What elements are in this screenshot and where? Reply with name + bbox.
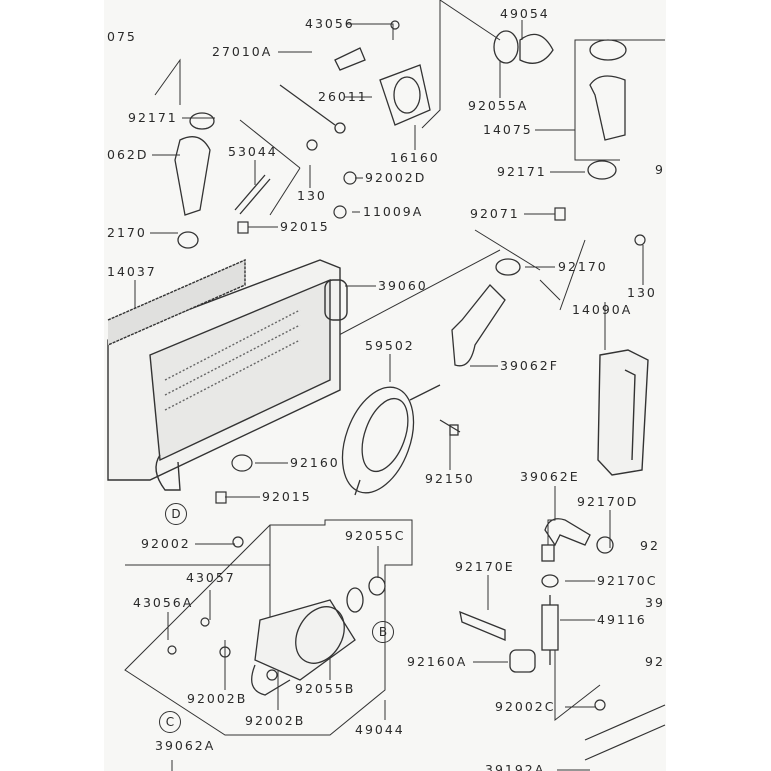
part-number-label: 16160 — [390, 150, 440, 165]
part-number-label: 075 — [107, 29, 137, 44]
part-number-label: 92002B — [245, 713, 306, 728]
part-number-label: 92002 — [141, 536, 191, 551]
part-number-label: 14037 — [107, 264, 157, 279]
part-reservoir — [597, 349, 649, 476]
part-number-label: 43056A — [133, 595, 194, 610]
part-number-label: 2170 — [107, 225, 147, 240]
part-number-label: 92002C — [495, 699, 556, 714]
part-number-label: 49044 — [355, 722, 405, 737]
part-number-label: 92055B — [295, 681, 356, 696]
part-fasteners — [167, 20, 666, 761]
part-number-label: 43057 — [186, 570, 236, 585]
part-number-label: 92170C — [597, 573, 658, 588]
part-number-label: 92 — [645, 654, 665, 669]
part-number-label: 92071 — [470, 206, 520, 221]
part-number-label: 26011 — [318, 89, 368, 104]
part-number-label: 92171 — [128, 110, 178, 125]
part-number-label: 27010A — [212, 44, 273, 59]
part-number-label: 92002B — [187, 691, 248, 706]
part-number-label: 14090A — [572, 302, 633, 317]
part-number-label: 92015 — [280, 219, 330, 234]
part-number-label: 130 — [627, 285, 657, 300]
part-number-label: 92171 — [497, 164, 547, 179]
part-thermostat-housing — [279, 30, 627, 141]
connection-callout: C — [159, 711, 181, 733]
part-fan — [341, 384, 461, 496]
part-number-label: 92150 — [425, 471, 475, 486]
part-number-label: 11009A — [363, 204, 424, 219]
part-number-label: 92170E — [455, 559, 515, 574]
part-number-label: 39060 — [378, 278, 428, 293]
part-number-label: 39192A — [485, 762, 546, 771]
part-hoses — [174, 112, 617, 673]
part-water-pump — [251, 576, 386, 696]
part-number-label: 49054 — [500, 6, 550, 21]
diagram-artwork — [107, 0, 666, 771]
part-number-label: 39 — [645, 595, 665, 610]
part-number-label: 39062A — [155, 738, 216, 753]
part-number-label: 92170D — [577, 494, 639, 509]
part-number-label: 92 — [640, 538, 660, 553]
cooling-system-parts-diagram: 075 43056 27010A 26011 92171 062D 53044 16160 13… — [104, 0, 666, 771]
part-number-label: 92160A — [407, 654, 468, 669]
part-number-label: 49116 — [597, 612, 647, 627]
part-number-label: 39062E — [520, 469, 580, 484]
part-number-label: 92002D — [365, 170, 427, 185]
connection-callout: B — [372, 621, 394, 643]
part-number-label: 14075 — [483, 122, 533, 137]
part-number-label: 92170 — [558, 259, 608, 274]
part-radiator — [107, 258, 348, 491]
part-number-label: 53044 — [228, 144, 278, 159]
part-number-label: 130 — [297, 188, 327, 203]
part-number-label: 062D — [107, 147, 149, 162]
part-number-label: 92055C — [345, 528, 406, 543]
part-number-label: 39062F — [500, 358, 559, 373]
part-number-label: 92015 — [262, 489, 312, 504]
part-number-label: 9 — [655, 162, 665, 177]
connection-callout: D — [165, 503, 187, 525]
part-number-label: 43056 — [305, 16, 355, 31]
part-number-label: 59502 — [365, 338, 415, 353]
part-number-label: 92160 — [290, 455, 340, 470]
part-number-label: 92055A — [468, 98, 529, 113]
